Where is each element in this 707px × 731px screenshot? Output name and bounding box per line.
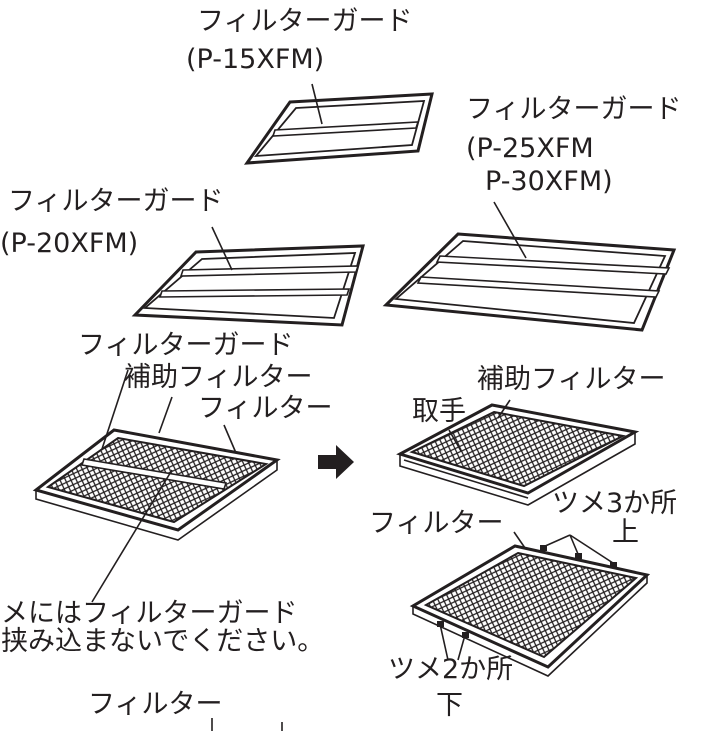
filter-guard-p20: [131, 244, 365, 327]
filter-with-claws: [409, 544, 651, 677]
label-guard-p20: フィルターガード: [8, 186, 224, 217]
label-model-p25: (P-25XFM: [466, 133, 594, 164]
label-claws-bottom-pos: 下: [436, 690, 463, 721]
filter-guard-p25-p30: [382, 232, 677, 332]
label-model-p15: (P-15XFM): [186, 44, 325, 75]
label-guard-p15: フィルターガード: [197, 6, 413, 37]
label-guard-assembly: フィルターガード: [78, 330, 294, 361]
label-claws-top-pos: 上: [612, 517, 639, 548]
label-filter-bottom: フィルター: [88, 689, 223, 720]
label-guard-p25: フィルターガード: [466, 94, 682, 125]
label-filter-left: フィルター: [198, 393, 333, 424]
label-filter-right: フィルター: [369, 508, 504, 539]
label-note-line1: ツメにはフィルターガード: [0, 598, 298, 629]
label-aux-filter-left: 補助フィルター: [124, 362, 313, 393]
right-arrow-icon: [318, 445, 354, 479]
label-handle: 取手: [412, 396, 466, 427]
filter-guard-p15: [243, 92, 434, 165]
label-model-p20: (P-20XFM): [0, 228, 139, 259]
label-model-p30: P-30XFM): [485, 166, 613, 197]
label-note-line2: を挟み込まないでください。: [0, 626, 325, 657]
filter-with-handle: [396, 403, 640, 506]
label-aux-filter-right: 補助フィルター: [477, 364, 666, 395]
label-claws-bottom-count: ツメ2か所: [388, 654, 514, 685]
label-claws-top-count: ツメ3か所: [552, 488, 678, 519]
filter-assembly-left: [32, 428, 281, 541]
leader-lines: [91, 83, 614, 731]
